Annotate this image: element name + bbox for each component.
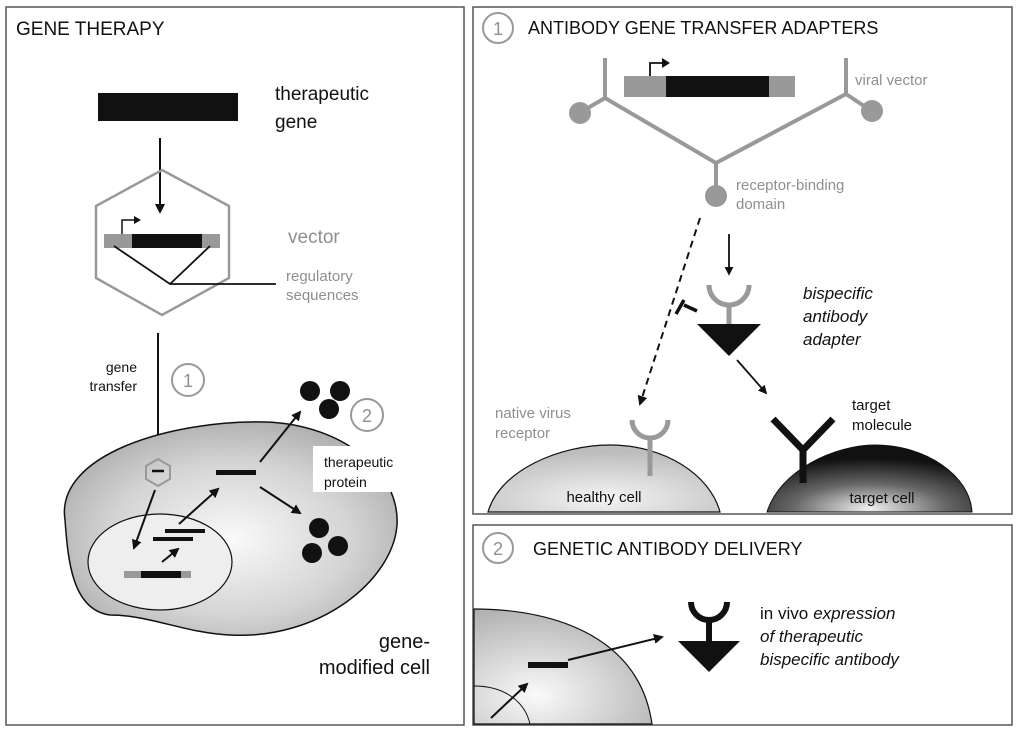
step-2-number: 2 <box>362 406 372 426</box>
receptor-binding-label-2: domain <box>736 196 785 213</box>
adapters-title: ANTIBODY GENE TRANSFER ADAPTERS <box>528 18 878 38</box>
vector-knob-right <box>861 100 883 122</box>
modified-cell-label-1: gene- <box>379 631 430 653</box>
vector-hexagon <box>94 168 231 317</box>
delivery-expression-arrow <box>567 634 664 661</box>
native-receptor-label-2: receptor <box>495 425 550 442</box>
step-1-marker <box>171 363 205 397</box>
therapeutic-gene-bar <box>98 93 238 121</box>
adapters-number: 1 <box>493 19 503 39</box>
delivery-title: GENETIC ANTIBODY DELIVERY <box>533 539 802 559</box>
viral-vector-icon <box>579 58 872 192</box>
regulatory-label-1: regulatory <box>286 268 353 285</box>
nucleus-gene <box>141 571 181 578</box>
secreted-protein-1 <box>300 381 320 401</box>
bispecific-label-3: adapter <box>803 330 862 349</box>
target-molecule-label-1: target <box>852 397 891 414</box>
intracellular-protein-2 <box>328 536 348 556</box>
viral-gene-regulatory-left <box>624 76 666 97</box>
therapeutic-protein-label-2: protein <box>324 474 367 490</box>
modified-cell-label-2: modified cell <box>319 657 430 679</box>
delivery-mrna <box>528 662 568 668</box>
inhibition-cap <box>674 299 686 315</box>
vector-regulatory-left <box>104 234 132 248</box>
cytoplasmic-mrna <box>216 470 256 475</box>
regulatory-label-2: sequences <box>286 287 359 304</box>
delivery-transcription-arrow <box>490 682 529 719</box>
mrna-strand-1 <box>153 537 193 541</box>
vector-gene-bar <box>132 234 202 248</box>
healthy-cell <box>487 444 721 513</box>
secreted-protein-2 <box>330 381 350 401</box>
intracellular-protein-arrow <box>259 486 302 515</box>
receptor-binding-domain <box>705 185 727 207</box>
export-arrow <box>178 487 220 525</box>
target-molecule-icon <box>770 416 836 483</box>
delivery-nucleus-outline <box>473 685 531 725</box>
intracellular-protein-3 <box>302 543 322 563</box>
viral-gene-regulatory-right <box>769 76 795 97</box>
vector-to-nucleus-arrow <box>132 489 156 550</box>
healthy-cell-label: healthy cell <box>566 489 641 506</box>
bispecific-label-1: bispecific <box>803 284 873 303</box>
gene-transfer-label-1: gene <box>106 359 137 375</box>
native-receptor-label-1: native virus <box>495 405 571 422</box>
gene-transfer-label-2: transfer <box>90 378 138 394</box>
delivery-number: 2 <box>493 539 503 559</box>
adapters-number-badge <box>482 12 514 44</box>
therapeutic-bispecific-antibody-icon <box>678 601 740 672</box>
secretion-arrow <box>259 410 302 463</box>
cell-nucleus <box>87 513 233 611</box>
gene-therapy-title: GENE THERAPY <box>16 19 165 40</box>
step-1-number: 1 <box>183 371 193 391</box>
adapter-grey-receptor <box>706 284 752 308</box>
therapeutic-protein-label-bg <box>313 446 393 492</box>
nucleus-regulatory-left <box>124 571 141 578</box>
step-2-marker <box>350 398 384 432</box>
bispecific-label-2: antibody <box>803 307 869 326</box>
therapeutic-gene-label-1: therapeutic <box>275 84 369 105</box>
small-vector-icon <box>145 457 171 488</box>
secreted-protein-3 <box>319 399 339 419</box>
transcription-arrow <box>161 547 180 563</box>
target-cell-label: target cell <box>849 490 914 507</box>
delivery-caption-line-3: bispecific antibody <box>760 650 900 669</box>
viral-promoter-arrow-icon <box>649 62 662 76</box>
native-infection-dashed-arrow <box>637 217 701 406</box>
receptor-binding-label-1: receptor-binding <box>736 177 844 194</box>
adapter-black-triangle <box>697 324 761 356</box>
delivery-caption-line-2: of therapeutic <box>760 627 864 646</box>
vector-label: vector <box>288 227 340 248</box>
therapeutic-protein-label-1: therapeutic <box>324 454 393 470</box>
target-cell <box>766 444 973 513</box>
viral-gene-bar <box>666 76 769 97</box>
target-molecule-label-2: molecule <box>852 417 912 434</box>
delivery-number-badge <box>482 532 514 564</box>
promoter-arrow-icon <box>121 219 134 234</box>
adapter-to-target-arrow <box>736 359 768 395</box>
therapeutic-gene-label-2: gene <box>275 112 317 133</box>
nucleus-regulatory-right <box>181 571 191 578</box>
mrna-strand-2 <box>165 529 205 533</box>
inhibition-bar <box>683 303 698 313</box>
vector-knob-left <box>569 102 591 124</box>
viral-vector-label: viral vector <box>855 72 928 89</box>
intracellular-protein-1 <box>309 518 329 538</box>
vector-regulatory-right <box>202 234 220 248</box>
